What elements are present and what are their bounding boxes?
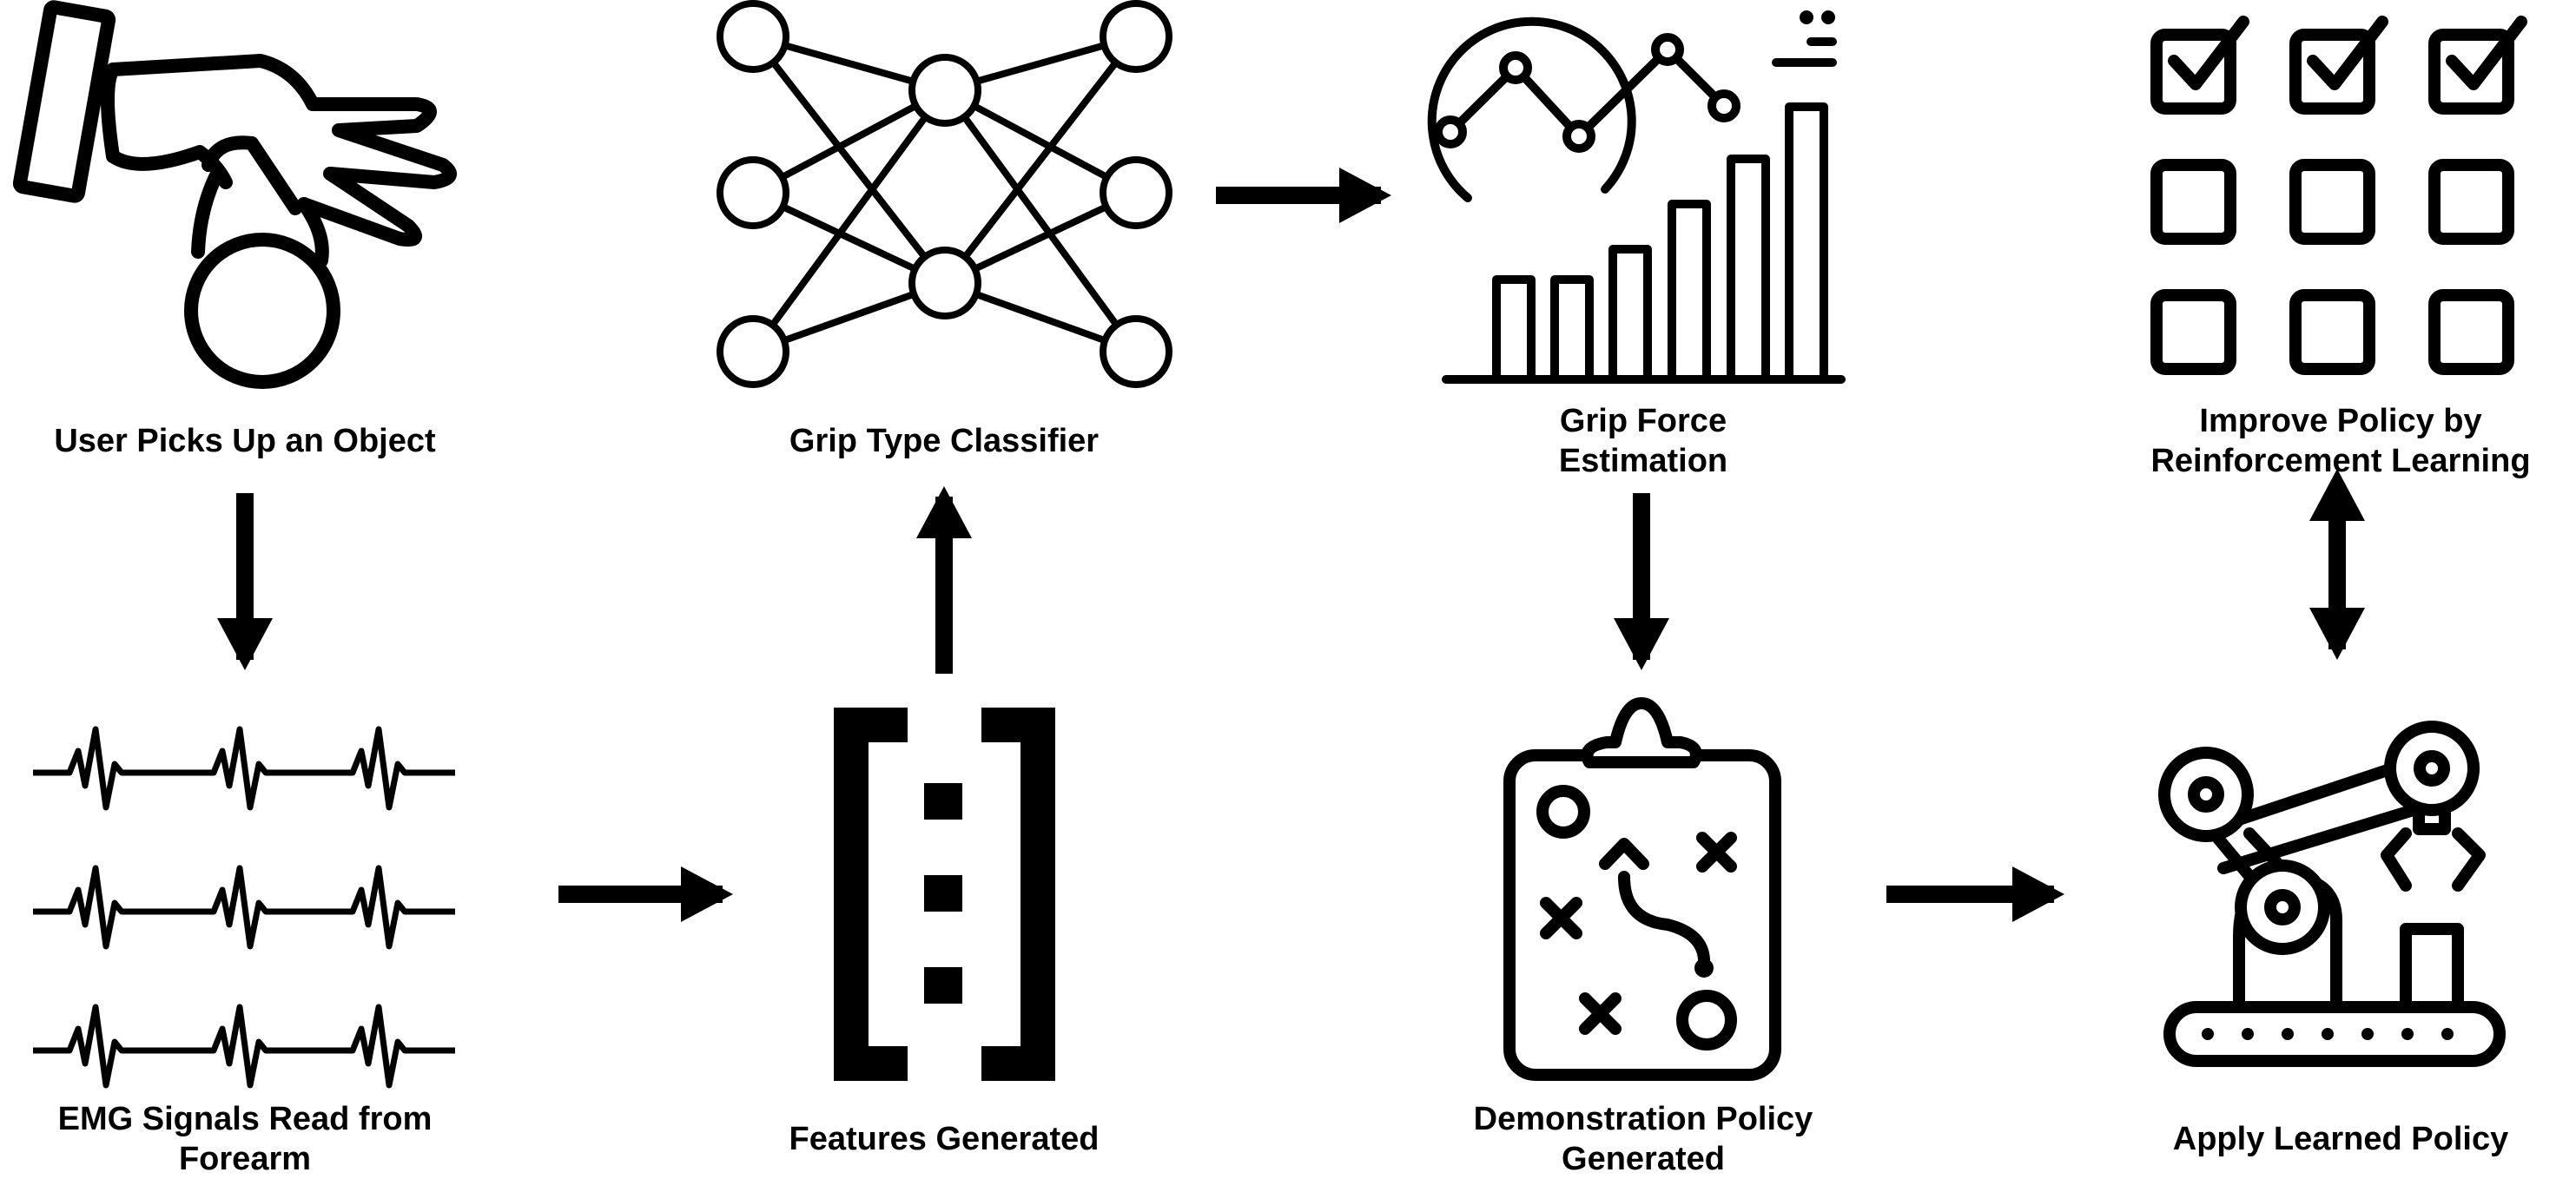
label-grip-force-estimation: Grip Force Estimation xyxy=(1558,403,1728,479)
robot-arm-icon xyxy=(2158,721,2506,1067)
label-emg-signals: EMG Signals Read from Forearm xyxy=(57,1101,433,1177)
label-demonstration-policy: Demonstration Policy Generated xyxy=(1473,1101,1813,1177)
checkbox-grid-icon xyxy=(2150,16,2527,375)
label-improve-policy-rl: Improve Policy by Reinforcement Learning xyxy=(2150,403,2531,479)
neural-network-icon xyxy=(717,0,1172,388)
analytics-chart-icon xyxy=(1427,10,1846,384)
hand-grasping-ball-icon xyxy=(12,0,457,389)
label-grip-type-classifier: Grip Type Classifier xyxy=(789,423,1100,459)
label-user-picks-up-object: User Picks Up an Object xyxy=(54,423,436,459)
strategy-clipboard-icon xyxy=(1503,697,1781,1081)
label-apply-learned-policy: Apply Learned Policy xyxy=(2172,1121,2509,1157)
emg-waveform-icon xyxy=(33,726,455,1085)
label-features-generated: Features Generated xyxy=(789,1121,1100,1157)
feature-vector-bracket-icon xyxy=(834,708,1055,1081)
